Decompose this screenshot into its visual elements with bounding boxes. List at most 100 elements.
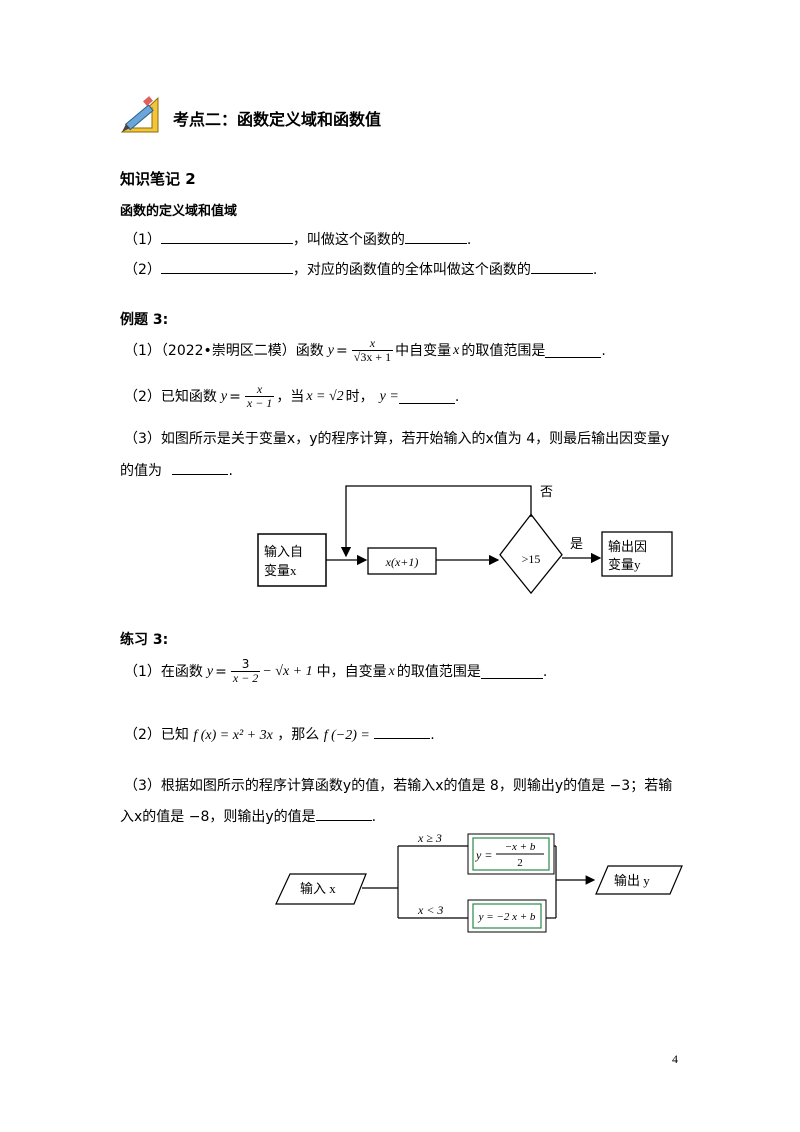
- practice-flowchart: 输入 x x ≥ 3 x < 3 y = −x + b 2 y = −2 x +…: [275, 831, 683, 933]
- no-label: 否: [540, 484, 553, 499]
- example-q3-line2: 的值为 .: [120, 460, 233, 480]
- decision-label: >15: [522, 552, 541, 566]
- output-parallelogram: [595, 865, 683, 895]
- fraction: 3 x − 2: [230, 657, 261, 685]
- example-flowchart: 输入自 变量x x(x+1) >15 否 是 输出因 变量y: [257, 484, 673, 595]
- q2-time: 时，: [345, 388, 374, 405]
- input-label: 输入 x: [300, 881, 336, 896]
- formula-inner-bottom: [472, 903, 542, 929]
- q1-mid: 中自变量: [395, 342, 452, 359]
- radical-term: − √x + 1: [262, 663, 313, 679]
- line-number: （1）: [124, 232, 161, 248]
- input-label-2: 变量x: [264, 563, 297, 578]
- answer-blank: [404, 229, 467, 244]
- q2-mid: ，当: [276, 388, 305, 405]
- answer-blank: [160, 229, 293, 244]
- process-box: [367, 547, 437, 575]
- line-text: ，叫做这个函数的: [292, 232, 405, 248]
- equals: =: [336, 342, 348, 359]
- fraction: x √3x + 1: [351, 336, 394, 364]
- answer-blank: [315, 806, 372, 821]
- p2-prefix: （2）已知: [124, 727, 189, 743]
- line-number: （2）: [124, 262, 161, 278]
- p1-post: 的取值范围是: [396, 663, 481, 680]
- loop-back-line: [340, 485, 532, 558]
- header-icon: [118, 94, 162, 136]
- decision-diamond: [499, 513, 563, 595]
- input-parallelogram: [275, 873, 367, 905]
- formula-top-den: 2: [517, 857, 523, 869]
- denominator: x − 1: [244, 396, 275, 410]
- var-y: y: [206, 663, 214, 679]
- output-label: 输出 y: [614, 873, 650, 888]
- cond-bottom-label: x < 3: [417, 903, 443, 917]
- example-heading: 例题 3:: [120, 312, 169, 328]
- answer-blank: [545, 343, 602, 358]
- output-label-2: 变量y: [608, 557, 641, 572]
- q1-prefix: （1）（2022•崇明区二模）函数: [124, 342, 324, 359]
- formula-bottom: y = −2 x + b: [478, 911, 536, 923]
- q1-post: 的取值范围是: [461, 342, 546, 359]
- example-q2: （2）已知函数 y = x x − 1 ，当 x = √2 时， y = .: [124, 383, 459, 410]
- line-text: ，对应的函数值的全体叫做这个函数的: [292, 262, 531, 278]
- line-end: .: [592, 262, 598, 278]
- line-end: .: [454, 388, 460, 405]
- practice-p2: （2）已知 f (x) = x² + 3x ，那么 f (−2) = .: [124, 724, 435, 745]
- equals: =: [229, 388, 241, 405]
- question: f (−2) =: [323, 728, 370, 743]
- denominator: x − 2: [230, 671, 261, 685]
- practice-p3-line1: （3）根据如图所示的程序计算函数y的值，若输入x的值是 8，则输出y的值是 −3…: [124, 778, 673, 794]
- formula-top-num: −x + b: [505, 841, 536, 853]
- answer-blank: [480, 664, 543, 679]
- notes-subheading: 函数的定义域和值域: [120, 204, 238, 219]
- section-title: 考点二：函数定义域和函数值: [173, 110, 382, 129]
- line-end: .: [601, 342, 606, 359]
- p3-prefix: 入x的值是 −8，则输出y的值是: [120, 809, 316, 825]
- condition: x = √2: [306, 388, 344, 404]
- var-y: y: [220, 388, 228, 404]
- output-box: [601, 531, 673, 577]
- input-box: [257, 533, 327, 587]
- line-end: .: [430, 727, 435, 743]
- practice-p3-line2: 入x的值是 −8，则输出y的值是.: [120, 806, 376, 826]
- numerator: x: [369, 336, 376, 350]
- line-end: .: [371, 809, 377, 825]
- line-end: .: [542, 663, 548, 680]
- fraction: x x − 1: [244, 382, 275, 410]
- notes-line-1: （1） ，叫做这个函数的.: [124, 229, 471, 249]
- var-x: x: [453, 342, 460, 358]
- notes-line-2: （2） ，对应的函数值的全体叫做这个函数的.: [124, 259, 597, 279]
- denominator: √3x + 1: [351, 350, 394, 364]
- cond-top-label: x ≥ 3: [417, 831, 442, 845]
- line-end: .: [228, 463, 233, 479]
- answer-blank: [398, 389, 455, 404]
- numerator: x: [256, 382, 263, 396]
- p2-mid: ，那么: [277, 727, 320, 743]
- example-q3-line1: （3）如图所示是关于变量x，y的程序计算，若开始输入的x值为 4，则最后输出因变…: [124, 431, 670, 447]
- process-label: x(x+1): [385, 555, 419, 569]
- var-y: y: [327, 342, 335, 358]
- practice-p1: （1）在函数 y = 3 x − 2 − √x + 1 中，自变量 x 的取值范…: [124, 658, 547, 685]
- answer-blank: [530, 259, 593, 274]
- equals: =: [215, 663, 227, 680]
- answer-blank: [172, 460, 229, 475]
- notes-heading: 知识笔记 2: [120, 170, 196, 188]
- q2-prefix: （2）已知函数: [124, 388, 217, 405]
- p1-prefix: （1）在函数: [124, 663, 203, 680]
- formula-top-lhs: y =: [475, 848, 492, 862]
- numerator: 3: [241, 657, 250, 671]
- answer-blank: [374, 724, 431, 739]
- q3-prefix: 的值为: [120, 463, 162, 479]
- input-label-1: 输入自: [264, 544, 303, 559]
- example-q1: （1）（2022•崇明区二模）函数 y = x √3x + 1 中自变量 x 的…: [124, 337, 606, 364]
- answer-blank: [160, 259, 293, 274]
- line-end: .: [466, 232, 472, 248]
- expression: f (x) = x² + 3x: [193, 728, 273, 743]
- var-y-eq: y =: [379, 388, 399, 404]
- practice-heading: 练习 3:: [120, 632, 169, 648]
- yes-label: 是: [570, 536, 583, 551]
- var-x: x: [388, 663, 395, 679]
- page-number: 4: [672, 1052, 678, 1066]
- output-label-1: 输出因: [608, 539, 647, 554]
- p1-mid: 中，自变量: [316, 663, 387, 680]
